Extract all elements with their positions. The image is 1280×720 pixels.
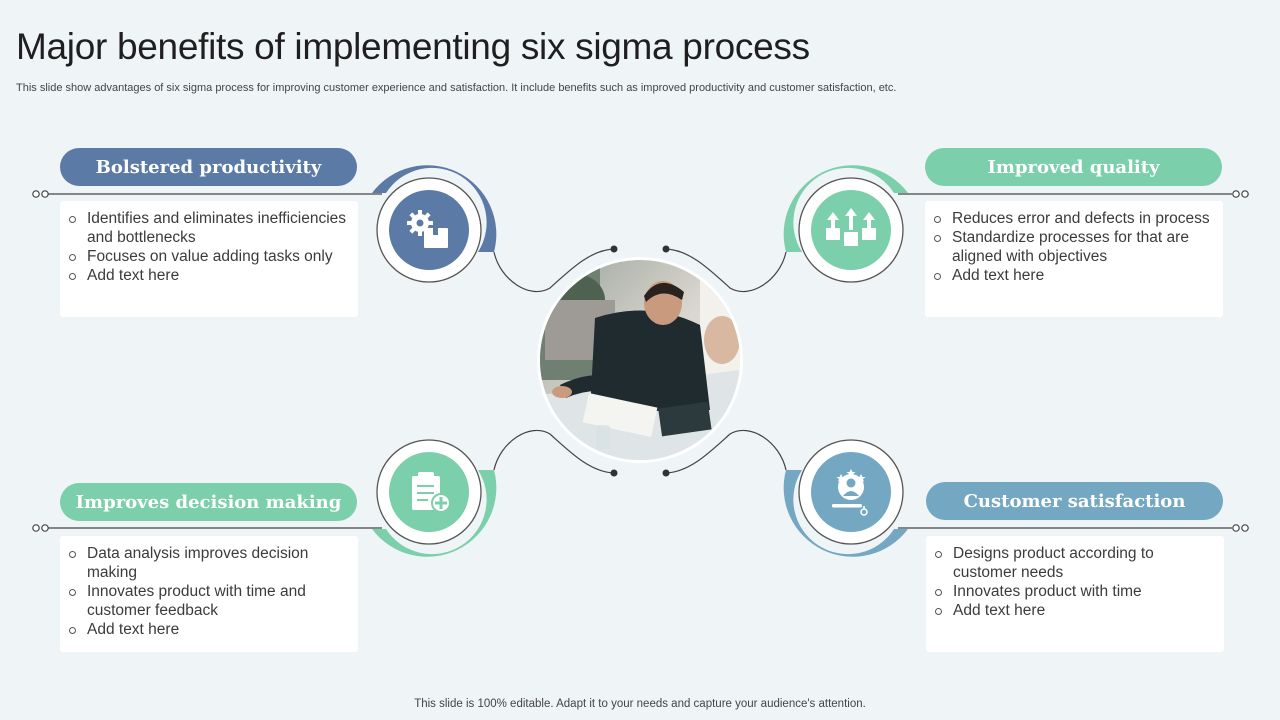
- list-item: Standardize processes for that are align…: [933, 228, 1213, 266]
- list-item: Add text here: [934, 601, 1214, 620]
- link-dots: [610, 245, 670, 477]
- benefit-title-quality: Improved quality: [925, 148, 1222, 186]
- benefit-title-satisfaction: Customer satisfaction: [926, 482, 1223, 520]
- clipboard-plus-icon: [412, 472, 451, 513]
- list-item: Add text here: [68, 620, 348, 639]
- list-item: Add text here: [933, 266, 1213, 285]
- arc-quality: [783, 165, 908, 252]
- benefit-card-decision: Data analysis improves decision making I…: [60, 536, 358, 652]
- list-item: Innovates product with time and customer…: [68, 582, 348, 620]
- list-item: Add text here: [68, 266, 348, 285]
- customer-stars-icon: [832, 469, 868, 516]
- arc-decision: [372, 470, 497, 557]
- bullet-list: Identifies and eliminates inefficiencies…: [68, 209, 348, 285]
- page-subtitle: This slide show advantages of six sigma …: [16, 82, 897, 94]
- benefit-card-productivity: Identifies and eliminates inefficiencies…: [60, 201, 358, 317]
- arc-satisfaction: [783, 470, 908, 557]
- list-item: Identifies and eliminates inefficiencies…: [68, 209, 348, 247]
- list-item: Focuses on value adding tasks only: [68, 247, 348, 266]
- benefit-card-quality: Reduces error and defects in process Sta…: [925, 201, 1223, 317]
- list-item: Data analysis improves decision making: [68, 544, 348, 582]
- benefit-card-satisfaction: Designs product according to customer ne…: [926, 536, 1224, 652]
- arc-productivity: [372, 165, 497, 252]
- bullet-list: Reduces error and defects in process Sta…: [933, 209, 1213, 285]
- business-meeting-photo: [537, 257, 743, 463]
- list-item: Designs product according to customer ne…: [934, 544, 1214, 582]
- connector-line-top-right: [898, 190, 1249, 198]
- connector-line-bottom-left: [32, 524, 382, 532]
- footer-note: This slide is 100% editable. Adapt it to…: [414, 698, 866, 710]
- bullet-list: Designs product according to customer ne…: [934, 544, 1214, 620]
- connector-line-top-left: [32, 190, 382, 198]
- boxes-arrows-up-icon: [826, 208, 876, 246]
- benefit-title-decision: Improves decision making: [60, 483, 357, 521]
- list-item: Innovates product with time: [934, 582, 1214, 601]
- gears-box-icon: [407, 210, 448, 248]
- connector-line-bottom-right: [898, 524, 1249, 532]
- benefit-title-productivity: Bolstered productivity: [60, 148, 357, 186]
- bullet-list: Data analysis improves decision making I…: [68, 544, 348, 639]
- center-links: [493, 248, 787, 474]
- page-title: Major benefits of implementing six sigma…: [16, 26, 810, 67]
- list-item: Reduces error and defects in process: [933, 209, 1213, 228]
